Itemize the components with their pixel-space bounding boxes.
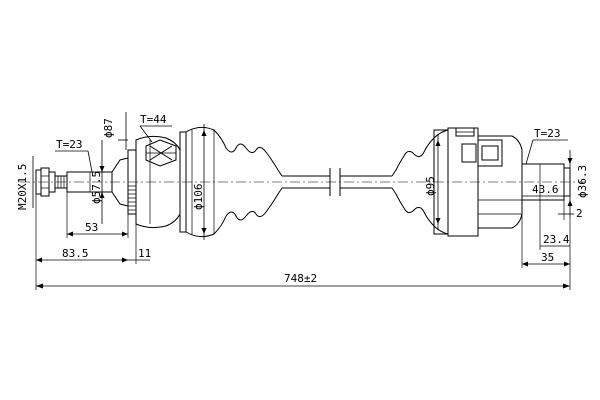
dim-phi106: ϕ106: [192, 124, 207, 240]
shaft: [282, 168, 392, 196]
outer-cv-joint: [127, 131, 187, 233]
label-835: 83.5: [62, 247, 89, 260]
threaded-stub: [35, 157, 129, 207]
label-phi87: ϕ87: [102, 118, 115, 138]
dim-234: 23.4: [539, 200, 571, 268]
label-phi363: ϕ36.3: [576, 165, 589, 198]
label-phi575: ϕ57.5: [90, 171, 103, 204]
label-53: 53: [85, 221, 98, 234]
label-234: 23.4: [543, 233, 570, 246]
label-436: 43.6: [532, 183, 559, 196]
label-35: 35: [541, 251, 554, 264]
label-t44: T=44: [140, 113, 167, 126]
dim-11: 11: [128, 224, 151, 264]
label-2: 2: [576, 207, 583, 220]
dim-53: 53: [66, 192, 129, 238]
outer-boot: [185, 126, 283, 238]
dim-35: 35: [522, 251, 570, 267]
label-m20: M20X1.5: [16, 164, 29, 210]
inner-cv-joint: [447, 127, 571, 237]
dim-436: 43.6: [521, 183, 564, 268]
dim-t23-left: T=23: [55, 138, 93, 173]
dim-835: 83.5: [35, 194, 128, 264]
dim-t44: T=44: [139, 113, 172, 143]
label-phi95: ϕ95: [424, 176, 437, 196]
dim-total: 748±2: [35, 264, 571, 290]
dim-2: 2: [558, 200, 583, 220]
label-total: 748±2: [284, 272, 317, 285]
label-t23-right: T=23: [534, 127, 561, 140]
dim-phi575: ϕ57.5: [90, 140, 105, 224]
dim-m20: M20X1.5: [16, 156, 34, 210]
dim-phi95: ϕ95: [424, 134, 441, 230]
label-t23-left: T=23: [56, 138, 83, 151]
dim-t23-right: T=23: [525, 127, 568, 165]
label-11: 11: [138, 247, 151, 260]
dim-phi87: ϕ87: [102, 112, 128, 150]
label-phi106: ϕ106: [192, 184, 205, 211]
dim-phi363: ϕ36.3: [567, 150, 589, 218]
abs-ring: [128, 185, 136, 211]
